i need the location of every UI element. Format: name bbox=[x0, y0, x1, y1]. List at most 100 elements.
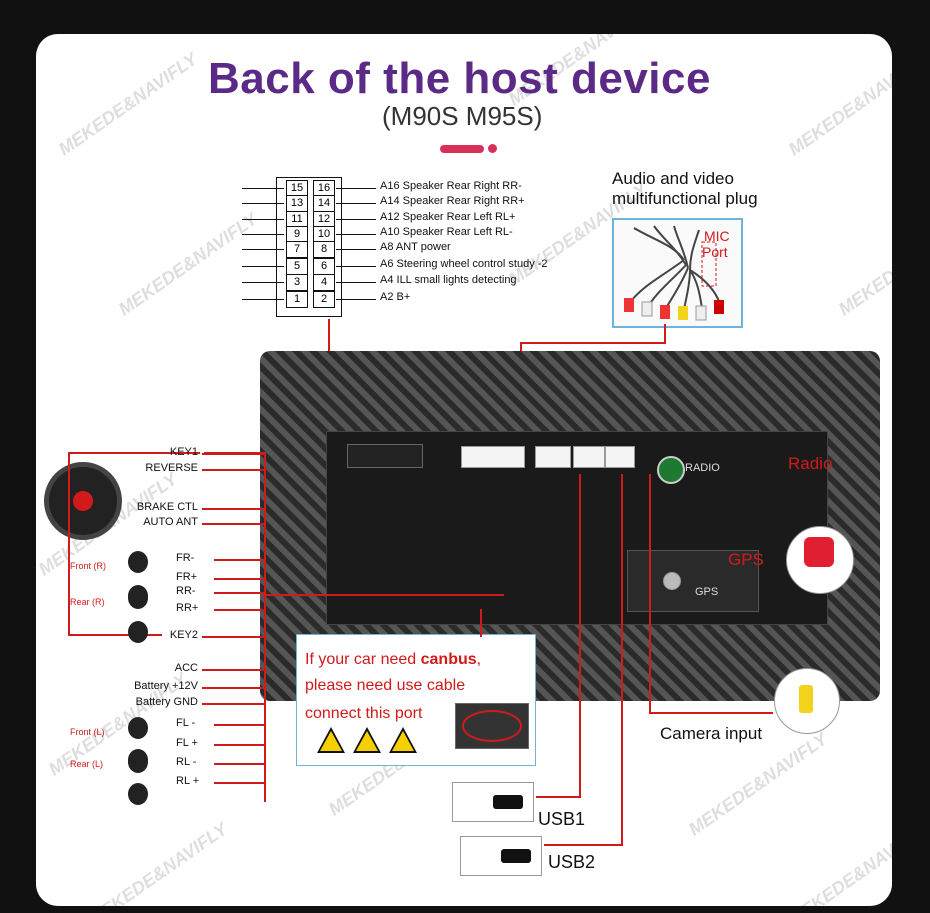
pin-label-right: A8 ANT power bbox=[380, 241, 451, 253]
pin-lead bbox=[336, 219, 376, 220]
pin-lead bbox=[336, 203, 376, 204]
pin-lead bbox=[336, 188, 376, 189]
pin-number: 3 bbox=[286, 274, 308, 291]
mic-port-label-2: Port bbox=[702, 244, 728, 260]
wire-label-rl-minus: RL - bbox=[176, 756, 197, 768]
usb2-label: USB2 bbox=[548, 852, 596, 872]
wire-label-key1: KEY1 bbox=[169, 446, 198, 458]
canbus-bold: canbus bbox=[420, 651, 477, 668]
camera-input-label: Camera input bbox=[660, 724, 763, 743]
diagram-card: MEKEDE&NAVIFLY MEKEDE&NAVIFLY MEKEDE&NAV… bbox=[36, 34, 892, 906]
wire-line bbox=[202, 669, 264, 671]
wire-line bbox=[214, 559, 264, 561]
radio-label: Radio bbox=[788, 454, 833, 473]
pin-number: 14 bbox=[313, 195, 335, 212]
usb-plug-icon bbox=[493, 795, 523, 809]
pin-number: 2 bbox=[313, 291, 335, 308]
wire-line bbox=[214, 724, 264, 726]
wire-label-brake: BRAKE CTL bbox=[136, 501, 198, 513]
gps-label: GPS bbox=[728, 550, 764, 569]
pin-number: 5 bbox=[286, 258, 308, 275]
mic-port-label-1: MIC bbox=[704, 228, 730, 244]
speaker-icon bbox=[128, 783, 148, 805]
av-wire-v1 bbox=[664, 324, 666, 344]
pin-lead bbox=[242, 266, 284, 267]
canbus-line1: If your car need canbus, bbox=[305, 651, 481, 669]
pin-label-right: A12 Speaker Rear Left RL+ bbox=[380, 211, 516, 223]
harness-trunk bbox=[264, 452, 266, 802]
pin-lead bbox=[336, 299, 376, 300]
usb1-wire bbox=[579, 474, 581, 796]
wire-label-fl-minus: FL - bbox=[176, 717, 196, 729]
wire-line bbox=[202, 636, 264, 638]
usb1-port bbox=[535, 446, 571, 468]
canbus-line2: please need use cable bbox=[305, 677, 466, 694]
pin-number: 4 bbox=[313, 274, 335, 291]
camera-wire-h bbox=[649, 712, 773, 714]
warning-icon bbox=[389, 727, 417, 753]
pin-lead bbox=[242, 282, 284, 283]
speaker-group-label: Rear (R) bbox=[70, 597, 105, 607]
pin-lead bbox=[336, 266, 376, 267]
usb1-wire-h bbox=[536, 796, 581, 798]
usb1-cable-image bbox=[452, 782, 534, 822]
pin-label-right: A4 ILL small lights detecting bbox=[380, 274, 517, 286]
usb2-wire bbox=[621, 474, 623, 844]
pin-lead bbox=[242, 234, 284, 235]
wire-label-fr-plus: FR+ bbox=[176, 571, 198, 583]
wire-line bbox=[214, 744, 264, 746]
wire-line bbox=[202, 453, 264, 455]
wire-label-key2: KEY2 bbox=[169, 629, 198, 641]
wire-line bbox=[202, 508, 264, 510]
radio-jack-label: RADIO bbox=[685, 462, 720, 474]
usb2-cable-image bbox=[460, 836, 542, 876]
page-subtitle: (M90S M95S) bbox=[382, 101, 543, 131]
watermark: MEKEDE&NAVIFLY bbox=[784, 818, 892, 906]
radio-jack-icon bbox=[657, 456, 685, 484]
watermark: MEKEDE&NAVIFLY bbox=[114, 208, 261, 320]
watermark: MEKEDE&NAVIFLY bbox=[684, 728, 831, 840]
wire-line bbox=[214, 782, 264, 784]
usb1-label: USB1 bbox=[538, 809, 586, 829]
highlight-circle bbox=[462, 710, 522, 742]
speaker-icon bbox=[128, 717, 148, 739]
wire-label-acc: ACC bbox=[174, 662, 198, 674]
usb2-port bbox=[573, 446, 605, 468]
pin-lead bbox=[242, 203, 284, 204]
wire-line bbox=[214, 578, 264, 580]
left-bracket-top bbox=[68, 452, 200, 454]
wire-label-battery-gnd: Battery GND bbox=[135, 696, 198, 708]
av-wire-h bbox=[520, 342, 666, 344]
pin-label-right: A6 Steering wheel control study -2 bbox=[380, 258, 548, 270]
pin-lead bbox=[336, 249, 376, 250]
speaker-icon bbox=[128, 587, 148, 609]
canbus-port-image bbox=[455, 703, 529, 749]
pin-number: 10 bbox=[313, 226, 335, 243]
pin-lead bbox=[242, 249, 284, 250]
left-bracket-bottom bbox=[68, 634, 162, 636]
av-plug-title-1: Audio and video bbox=[612, 169, 734, 188]
wire-line bbox=[202, 523, 264, 525]
warning-icon bbox=[317, 727, 345, 753]
usb-plug-icon bbox=[501, 849, 531, 863]
pin-number: 1 bbox=[286, 291, 308, 308]
harness-to-device bbox=[264, 594, 504, 596]
pin-lead bbox=[242, 219, 284, 220]
av-port bbox=[461, 446, 525, 468]
pin-label-right: A10 Speaker Rear Left RL- bbox=[380, 226, 513, 238]
wire-label-battery-12v: Battery +12V bbox=[134, 680, 198, 692]
speaker-group-label: Front (R) bbox=[70, 561, 106, 571]
watermark: MEKEDE&NAVIFLY bbox=[834, 208, 892, 320]
pin-number: 15 bbox=[286, 180, 308, 197]
speaker-icon bbox=[128, 551, 148, 573]
page-title: Back of the host device bbox=[208, 54, 711, 103]
wire-line bbox=[214, 763, 264, 765]
canbus-note: If your car need canbus, please need use… bbox=[296, 634, 536, 766]
wire-line bbox=[202, 687, 264, 689]
camera-port bbox=[605, 446, 635, 468]
usb2-wire-h bbox=[544, 844, 623, 846]
pin-lead bbox=[242, 188, 284, 189]
wire-label-rr-minus: RR- bbox=[176, 585, 196, 597]
wire-label-fr-minus: FR- bbox=[176, 552, 195, 564]
wire-line bbox=[214, 609, 264, 611]
